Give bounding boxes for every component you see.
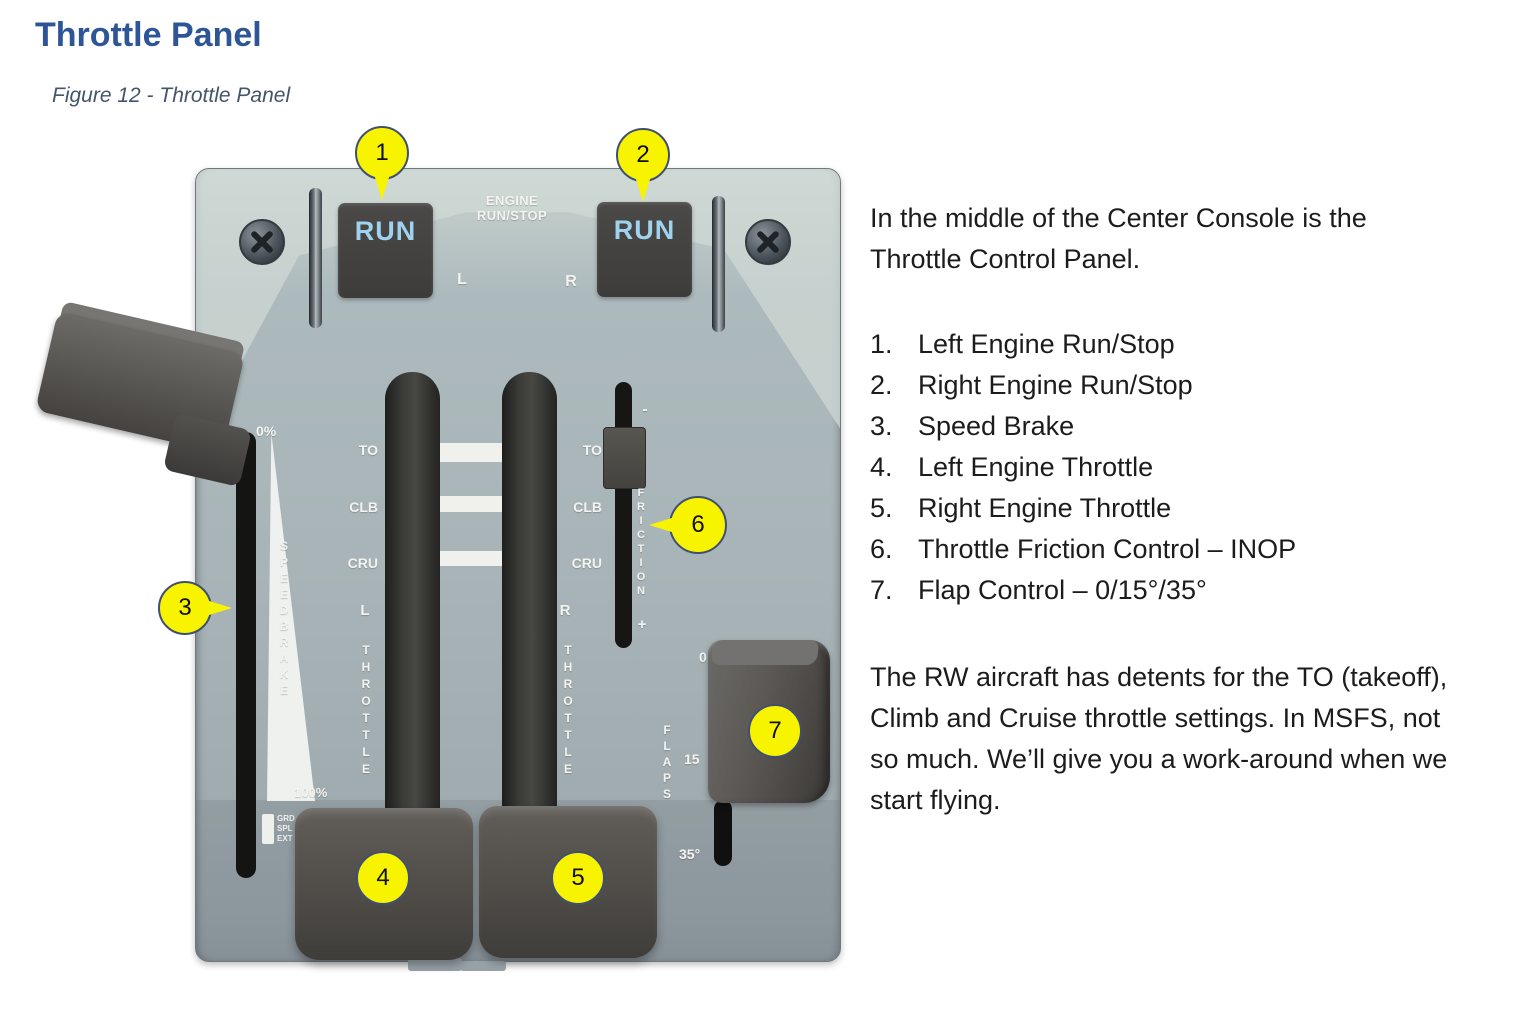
callout-2: 2 — [616, 128, 670, 202]
list-item-number: 5. — [870, 493, 893, 523]
engine-header-line1: ENGINE — [485, 193, 539, 208]
left-engine-letter: L — [457, 271, 467, 288]
callout-5: 5 — [551, 851, 605, 905]
list-item: 6. Throttle Friction Control – INOP — [870, 529, 1462, 570]
list-item-label: Right Engine Run/Stop — [918, 370, 1193, 400]
friction-minus-label: - — [642, 401, 648, 418]
screw-icon — [745, 219, 791, 265]
grd-label: GRD — [277, 814, 295, 823]
callout-4-number: 4 — [376, 864, 390, 891]
right-throttle-letter: R — [559, 602, 571, 619]
friction-slider-knob — [603, 427, 646, 489]
right-to-label: TO — [582, 442, 602, 458]
flaps-35-label: 35° — [679, 846, 701, 862]
list-item-label: Left Engine Run/Stop — [918, 329, 1175, 359]
speed-brake-slot — [236, 432, 256, 878]
speed-brake-label: SPEEDBRAKE — [277, 539, 291, 699]
intro-paragraph: In the middle of the Center Console is t… — [870, 203, 1367, 274]
clb-detent-mark — [440, 496, 502, 512]
callout-7-number: 7 — [768, 717, 782, 744]
callout-2-number: 2 — [636, 141, 650, 168]
right-cru-label: CRU — [571, 555, 602, 571]
list-item-label: Throttle Friction Control – INOP — [918, 534, 1297, 564]
to-detent-mark — [440, 443, 502, 462]
right-rail — [712, 196, 725, 332]
list-item-label: Left Engine Throttle — [918, 452, 1154, 482]
left-rail — [309, 188, 322, 328]
flap-slot — [714, 800, 732, 866]
note-paragraph: The RW aircraft has detents for the TO (… — [870, 662, 1448, 815]
left-throttle-lever-arm — [385, 372, 440, 820]
panel-bottom-tab — [408, 958, 462, 971]
right-clb-label: CLB — [573, 499, 602, 515]
callout-1: 1 — [355, 126, 409, 200]
ext-label: EXT — [277, 834, 293, 843]
left-to-label: TO — [358, 442, 378, 458]
screw-icon — [239, 219, 285, 265]
left-throttle-letter: L — [360, 602, 370, 619]
list-item-number: 6. — [870, 534, 893, 564]
speed-brake-0pct-label: 0% — [256, 423, 277, 439]
callout-4: 4 — [356, 851, 410, 905]
friction-label: FRICTION — [635, 487, 647, 599]
flaps-label: FLAPS — [660, 723, 674, 803]
speed-brake-100pct-label: 100% — [294, 785, 328, 800]
spl-label: SPL — [277, 824, 293, 833]
callout-7: 7 — [748, 704, 802, 758]
engine-header-line2: RUN/STOP — [476, 208, 548, 223]
throttle-panel-figure: RUN RUN ENGINE RUN/STOP L R 0% SPEEDBRAK… — [35, 115, 858, 1010]
callout-6: 6 — [649, 496, 727, 554]
description-column: In the middle of the Center Console is t… — [870, 198, 1462, 821]
right-engine-letter: R — [565, 273, 577, 290]
list-item-label: Flap Control – 0/15°/35° — [918, 575, 1207, 605]
panel-bottom-tab — [460, 961, 506, 971]
flaps-0-label: 0 — [699, 649, 707, 665]
list-item-number: 7. — [870, 575, 893, 605]
flaps-15-label: 15 — [684, 751, 700, 767]
callout-5-number: 5 — [571, 864, 585, 891]
engine-run-stop-header: ENGINE RUN/STOP — [462, 193, 562, 223]
left-run-label: RUN — [354, 216, 417, 246]
list-item: 1. Left Engine Run/Stop — [870, 324, 1462, 365]
list-item-label: Right Engine Throttle — [918, 493, 1172, 523]
left-clb-label: CLB — [349, 499, 378, 515]
right-engine-run-stop-switch: RUN — [597, 202, 692, 297]
left-throttle-label: THROTTLE — [359, 643, 373, 779]
cru-detent-mark — [440, 551, 502, 566]
left-cru-label: CRU — [347, 555, 378, 571]
friction-slider-track — [615, 382, 632, 648]
left-engine-run-stop-switch: RUN — [338, 203, 433, 298]
callout-3: 3 — [158, 581, 232, 635]
figure-caption: Figure 12 - Throttle Panel — [52, 84, 291, 107]
right-throttle-lever-arm — [502, 372, 557, 820]
right-throttle-label: THROTTLE — [561, 643, 575, 779]
callout-6-number: 6 — [691, 511, 705, 538]
list-item-number: 1. — [870, 329, 893, 359]
list-item: 4. Left Engine Throttle — [870, 447, 1462, 488]
list-item-number: 3. — [870, 411, 893, 441]
list-item-number: 4. — [870, 452, 893, 482]
page-title: Throttle Panel — [35, 16, 262, 54]
list-item: 7. Flap Control – 0/15°/35° — [870, 570, 1462, 611]
right-run-label: RUN — [613, 215, 676, 245]
list-item: 2. Right Engine Run/Stop — [870, 365, 1462, 406]
callout-list: 1. Left Engine Run/Stop 2. Right Engine Ru… — [870, 324, 1462, 611]
list-item: 5. Right Engine Throttle — [870, 488, 1462, 529]
callout-3-number: 3 — [178, 594, 192, 621]
list-item-label: Speed Brake — [918, 411, 1075, 441]
friction-plus-label: + — [637, 616, 647, 633]
callout-1-number: 1 — [375, 139, 389, 166]
ground-spoiler-tab — [262, 814, 274, 844]
list-item: 3. Speed Brake — [870, 406, 1462, 447]
list-item-number: 2. — [870, 370, 893, 400]
